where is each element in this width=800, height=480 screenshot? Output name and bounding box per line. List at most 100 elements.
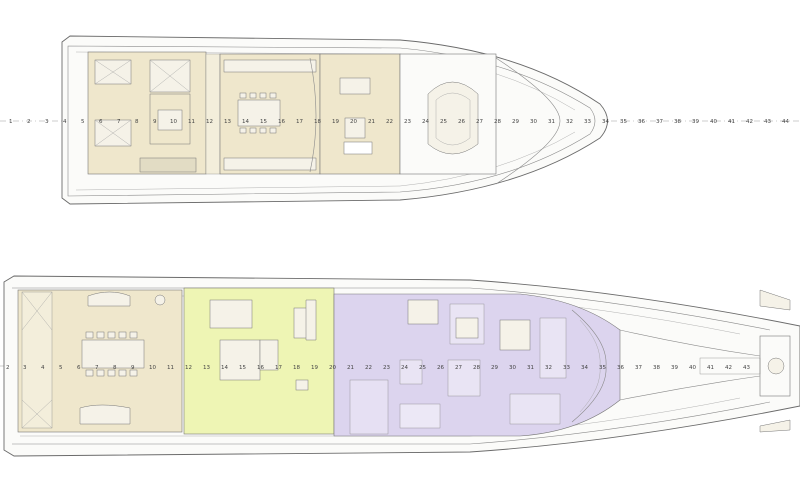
upper-station-number: 27 [476,119,483,125]
main-station-number: 29 [491,365,498,371]
main-station-numbers: 2 3 4 5 6 7 8 9 10 11 12 13 14 15 16 17 … [6,365,750,371]
main-station-number: 22 [365,365,372,371]
main-station-number: 42 [725,365,732,371]
upper-station-number: 3 [45,119,49,125]
main-station-number: 5 [59,365,63,371]
main-station-number: 2 [6,365,10,371]
main-station-number: 15 [239,365,246,371]
main-station-number: 34 [581,365,588,371]
upper-station-number: 21 [368,119,375,125]
main-station-number: 28 [473,365,480,371]
upper-station-number: 38 [674,119,681,125]
main-station-number: 19 [311,365,318,371]
upper-station-number: 30 [530,119,537,125]
main-station-number: 23 [383,365,390,371]
main-station-number: 18 [293,365,300,371]
upper-station-number: 16 [278,119,285,125]
main-station-number: 7 [95,365,99,371]
upper-station-number: 29 [512,119,519,125]
upper-station-number: 4 [63,119,67,125]
upper-station-number: 36 [638,119,645,125]
salon-bar [305,299,317,341]
main-station-number: 33 [563,365,570,371]
upper-station-number: 28 [494,119,501,125]
salon-armchair [259,339,279,371]
main-station-number: 41 [707,365,714,371]
main-station-number: 32 [545,365,552,371]
upper-station-number: 42 [746,119,753,125]
main-station-number: 38 [653,365,660,371]
upper-station-number: 31 [548,119,555,125]
upper-station-number: 1 [9,119,13,125]
upper-station-number: 40 [710,119,717,125]
main-station-number: 4 [41,365,45,371]
anchor-windlass-2 [759,419,791,433]
upper-station-numbers: 1 2 3 4 5 6 7 8 9 10 11 12 13 14 15 16 1… [9,119,789,125]
cabin-bed [407,299,439,325]
vip-bed [499,319,531,351]
upper-station-number: 32 [566,119,573,125]
main-station-number: 24 [401,365,408,371]
main-station-number: 3 [23,365,27,371]
upper-station-number: 5 [81,119,85,125]
upper-station-number: 26 [458,119,465,125]
main-station-number: 21 [347,365,354,371]
upper-station-number: 44 [782,119,789,125]
upper-station-number: 23 [404,119,411,125]
upper-station-number: 17 [296,119,303,125]
aft-stair-landing [79,404,131,425]
upper-station-number: 20 [350,119,357,125]
upper-station-number: 37 [656,119,663,125]
upper-lounge-zone [319,53,401,175]
guest-cabin [349,379,389,435]
main-station-number: 36 [617,365,624,371]
upper-station-number: 19 [332,119,339,125]
upper-station-number: 13 [224,119,231,125]
aft-table [157,109,183,131]
bow-equipment [759,335,791,397]
upper-station-number: 22 [386,119,393,125]
dining-sideboard-2 [223,157,317,171]
upper-station-number: 12 [206,119,213,125]
anchor-windlass [759,289,791,311]
upper-station-number: 11 [188,119,195,125]
dining-table [237,99,281,127]
main-station-number: 16 [257,365,264,371]
upper-station-number: 24 [422,119,429,125]
aft-dining-table [81,339,145,369]
main-station-number: 6 [77,365,81,371]
upper-station-number: 33 [584,119,591,125]
dining-chairs [239,92,277,134]
main-station-number: 9 [131,365,135,371]
main-station-number: 8 [113,365,117,371]
upper-station-number: 25 [440,119,447,125]
main-station-number: 11 [167,365,174,371]
aft-settee [87,291,131,307]
bathroom [447,359,481,397]
salon-sofa [209,299,253,329]
salon-coffee-table [219,339,261,381]
main-station-number: 17 [275,365,282,371]
main-station-number: 37 [635,365,642,371]
main-station-number: 12 [185,365,192,371]
main-station-number: 35 [599,365,606,371]
main-deck-plan [0,275,800,457]
upper-station-number: 7 [117,119,121,125]
upper-station-number: 41 [728,119,735,125]
main-station-number: 30 [509,365,516,371]
main-station-number: 20 [329,365,336,371]
main-station-number: 25 [419,365,426,371]
aft-stair [139,157,197,173]
main-station-number: 13 [203,365,210,371]
upper-station-number: 8 [135,119,139,125]
main-station-number: 43 [743,365,750,371]
main-station-number: 39 [671,365,678,371]
upper-station-number: 10 [170,119,177,125]
main-station-number: 26 [437,365,444,371]
lounge-label-box [343,141,373,155]
lounge-sofa [339,77,371,95]
owner-bed [455,317,479,339]
upper-station-number: 6 [99,119,103,125]
upper-station-number: 18 [314,119,321,125]
